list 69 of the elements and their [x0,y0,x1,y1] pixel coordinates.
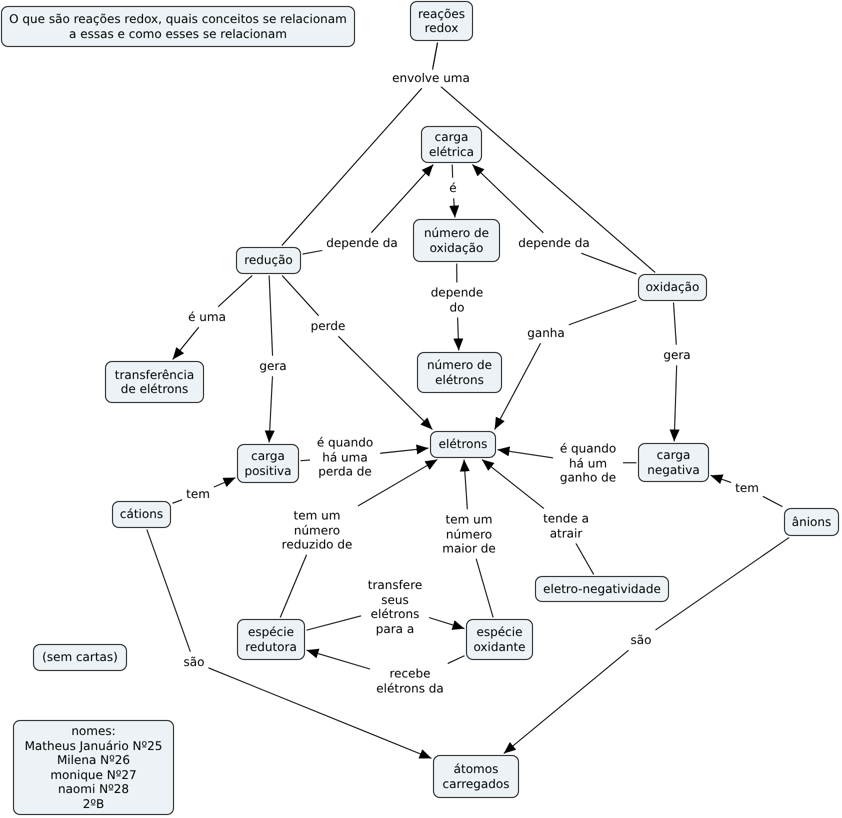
names-box [13,720,174,815]
question-box [1,6,355,47]
arrow [472,164,637,274]
concept-box [105,361,204,403]
concept-label: cátions [120,507,164,522]
concept-box [237,619,305,660]
concept-box [638,443,709,482]
arrow [172,275,253,360]
name-line: monique Nº27 [50,768,137,782]
concept-box [784,508,839,536]
concept-label: eletro-negatividade [543,582,661,596]
name-line: 2ºB [82,796,104,811]
concept-label: transferência de elétrons [114,368,196,396]
question-text: O que são reações redox, quais conceitos se relacionam a essas e como esses se relacionam [8,12,348,41]
concept-box [417,352,502,393]
concept-label: espécie redutora [244,625,298,654]
arrow [460,459,494,618]
name-line: Matheus Januário Nº25 [24,738,162,753]
edge-label: envolve uma [390,70,472,86]
concept-label: (sem cartas) [42,650,118,665]
edge-label: depende da [324,234,400,252]
name-line: Milena Nº26 [56,753,130,768]
concept-label: carga positiva [243,449,293,478]
arrow [494,300,637,430]
concept-box [112,501,171,528]
arrow [670,302,680,442]
arrow [449,164,460,218]
concept-label: carga elétrica [428,130,476,159]
concept-box [433,755,519,798]
concept-box [237,444,299,483]
concept-box [410,1,473,41]
concept-label: elétrons [438,437,488,452]
concept-box [638,274,707,301]
concept-label: reações redox [417,6,466,36]
concept-label: ânions [792,514,832,530]
edge-label: ganha [525,324,567,342]
connector-line [430,42,656,273]
concept-box [466,619,533,660]
arrow [300,444,429,462]
concept-box [33,644,127,671]
arrow [146,529,432,759]
name-line: naomi Nº28 [58,782,130,796]
arrow [453,263,464,351]
concept-label: carga negativa [646,448,701,477]
arrow [172,477,236,504]
concept-box [430,431,496,458]
arrow [282,275,433,430]
concept-box [236,247,301,274]
concept-box [421,126,482,163]
arrow [302,164,434,255]
concept-label: número de oxidação [422,226,490,255]
concept-box [535,576,669,602]
arrow [264,275,275,443]
name-line: nomes: [71,724,116,738]
concept-label: número de elétrons [426,358,494,387]
concept-label: espécie oxidante [472,625,527,654]
edge-label: depende da [516,234,592,252]
concept-label: oxidação [646,280,700,295]
arrow [306,648,465,670]
concept-box [413,219,500,262]
edge-label: perde [308,318,348,334]
arrow [503,537,790,754]
concept-label: redução [244,253,293,268]
arrow [481,459,594,575]
concept-label: átomos carregados [442,762,510,791]
arrow [280,459,438,618]
arrow [497,446,637,464]
arrow [306,615,465,631]
arrow [710,474,783,508]
